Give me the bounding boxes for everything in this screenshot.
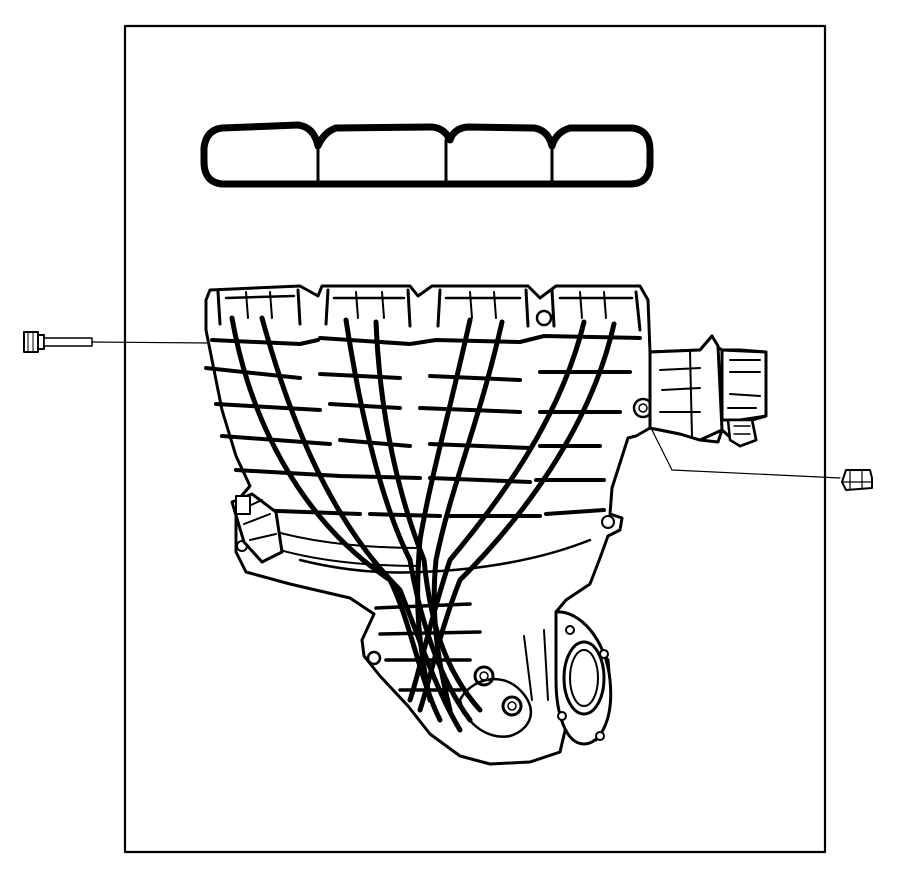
lower-mounting-bosses — [458, 629, 549, 738]
diagram-frame — [123, 24, 827, 854]
manifold-bolt[interactable] — [23, 331, 93, 353]
intake-manifold[interactable] — [204, 284, 768, 766]
nut-leader-line — [641, 409, 841, 479]
bolt-leader-line — [91, 341, 211, 344]
intake-manifold-gasket[interactable] — [200, 121, 654, 188]
manifold-sensor[interactable] — [230, 492, 284, 564]
throttle-body-flange[interactable] — [554, 610, 613, 746]
electrical-connector[interactable] — [720, 348, 768, 448]
manifold-nut[interactable] — [841, 469, 873, 491]
